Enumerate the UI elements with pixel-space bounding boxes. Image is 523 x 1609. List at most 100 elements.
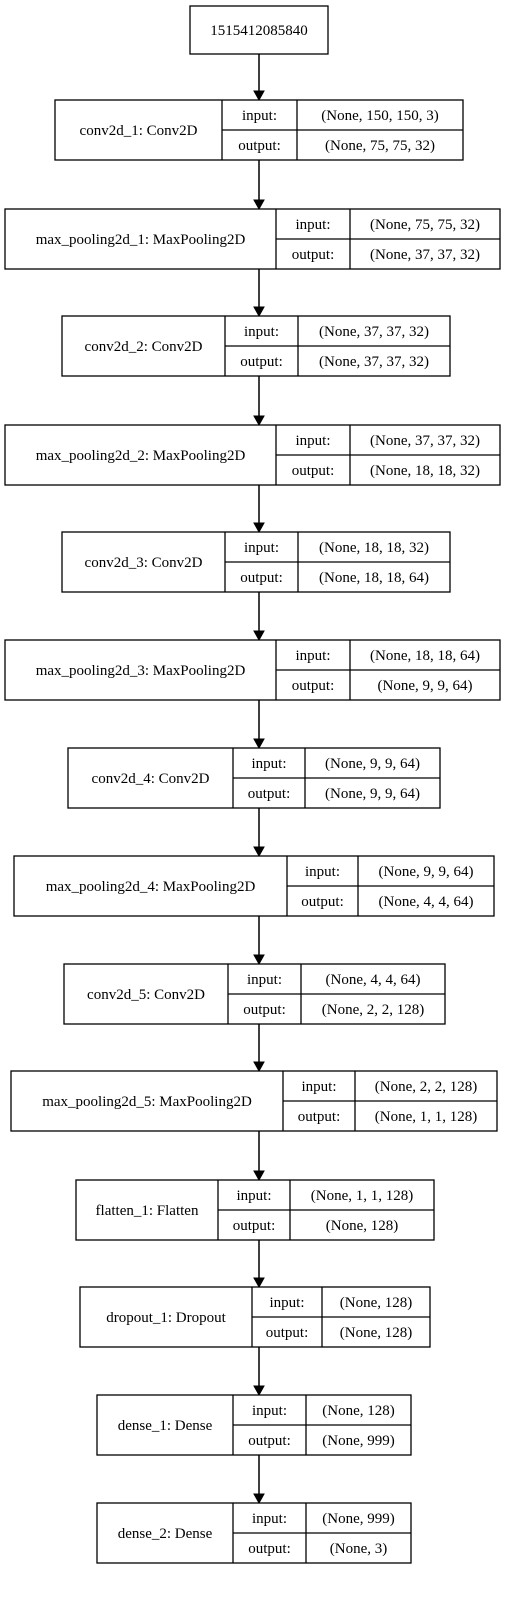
arrowhead-icon: [253, 1277, 265, 1289]
layer-nodes: conv2d_1: Conv2D input: output: (None, 150,…: [4, 99, 501, 1564]
layer-node: max_pooling2d_2: MaxPooling2D input: outpu…: [4, 424, 501, 486]
output-label: output:: [240, 570, 283, 586]
layer-node: max_pooling2d_1: MaxPooling2D input: outpu…: [4, 208, 501, 270]
layer-node: conv2d_2: Conv2D input: output: (None, 37, …: [61, 315, 451, 377]
arrowhead-icon: [253, 1061, 265, 1073]
layer-name: max_pooling2d_2: MaxPooling2D: [36, 448, 246, 464]
input-label: input:: [295, 648, 330, 664]
output-label: output:: [292, 678, 335, 694]
input-shape: (None, 1, 1, 128): [311, 1188, 413, 1204]
input-shape: (None, 18, 18, 32): [319, 540, 429, 556]
output-shape: (None, 37, 37, 32): [319, 354, 429, 370]
layer-name: dense_1: Dense: [118, 1418, 213, 1434]
input-shape: (None, 2, 2, 128): [375, 1079, 477, 1095]
arrowhead-icon: [253, 522, 265, 534]
edge-arrow: [253, 485, 265, 534]
input-label: input:: [244, 540, 279, 556]
model-id-node: 1515412085840: [189, 5, 329, 55]
output-shape: (None, 18, 18, 32): [370, 463, 480, 479]
edge-arrow: [253, 269, 265, 318]
edge-arrow: [253, 1347, 265, 1397]
layer-name: max_pooling2d_1: MaxPooling2D: [36, 232, 246, 248]
input-label: input:: [242, 108, 277, 124]
output-label: output:: [248, 786, 291, 802]
input-label: input:: [252, 1403, 287, 1419]
output-shape: (None, 3): [330, 1541, 387, 1557]
layer-name: max_pooling2d_3: MaxPooling2D: [36, 663, 246, 679]
arrowhead-icon: [253, 90, 265, 102]
model-id-box: [189, 5, 329, 55]
edge-arrow: [253, 1131, 265, 1182]
layer-name: conv2d_3: Conv2D: [85, 555, 203, 571]
edge-arrow: [253, 376, 265, 427]
input-label: input:: [244, 324, 279, 340]
layer-node: flatten_1: Flatten input: output: (None, 1,…: [75, 1179, 435, 1241]
layer-name: dropout_1: Dropout: [106, 1310, 226, 1326]
layer-node: conv2d_1: Conv2D input: output: (None, 150,…: [54, 99, 464, 161]
output-label: output:: [248, 1433, 291, 1449]
input-shape: (None, 37, 37, 32): [319, 324, 429, 340]
output-label: output:: [292, 463, 335, 479]
output-shape: (None, 9, 9, 64): [325, 786, 420, 802]
edge-arrow: [253, 700, 265, 750]
output-shape: (None, 9, 9, 64): [378, 678, 473, 694]
output-shape: (None, 2, 2, 128): [322, 1002, 424, 1018]
input-shape: (None, 128): [340, 1295, 412, 1311]
input-label: input:: [305, 864, 340, 880]
arrowhead-icon: [253, 306, 265, 318]
output-shape: (None, 1, 1, 128): [375, 1109, 477, 1125]
input-shape: (None, 999): [322, 1511, 394, 1527]
edge-arrow: [253, 1240, 265, 1289]
layer-node: dense_1: Dense input: output: (None, 128) (N…: [96, 1394, 412, 1456]
layer-node: dense_2: Dense input: output: (None, 999) (N…: [96, 1502, 412, 1564]
input-label: input:: [301, 1079, 336, 1095]
output-shape: (None, 128): [326, 1218, 398, 1234]
layer-name: flatten_1: Flatten: [96, 1203, 199, 1219]
layer-name: conv2d_5: Conv2D: [87, 987, 205, 1003]
layer-node: max_pooling2d_3: MaxPooling2D input: outpu…: [4, 639, 501, 701]
edge-arrow: [253, 592, 265, 642]
input-label: input:: [295, 217, 330, 233]
layer-name: max_pooling2d_5: MaxPooling2D: [42, 1094, 252, 1110]
output-label: output:: [301, 894, 344, 910]
output-label: output:: [240, 354, 283, 370]
output-shape: (None, 999): [322, 1433, 394, 1449]
arrowhead-icon: [253, 199, 265, 211]
layer-name: conv2d_1: Conv2D: [80, 123, 198, 139]
edge-arrow: [253, 1024, 265, 1073]
output-label: output:: [292, 247, 335, 263]
arrowhead-icon: [253, 630, 265, 642]
input-label: input:: [252, 1511, 287, 1527]
layer-name: conv2d_4: Conv2D: [92, 771, 210, 787]
arrowhead-icon: [253, 1170, 265, 1182]
layer-name: dense_2: Dense: [118, 1526, 213, 1542]
output-shape: (None, 4, 4, 64): [379, 894, 474, 910]
edge-arrow: [253, 916, 265, 966]
input-shape: (None, 75, 75, 32): [370, 217, 480, 233]
layer-name: conv2d_2: Conv2D: [85, 339, 203, 355]
output-label: output:: [233, 1218, 276, 1234]
edges: [253, 54, 265, 1505]
input-label: input:: [247, 972, 282, 988]
input-label: input:: [236, 1188, 271, 1204]
output-label: output:: [248, 1541, 291, 1557]
layer-node: max_pooling2d_4: MaxPooling2Dinput:outpu…: [13, 855, 495, 917]
arrowhead-icon: [253, 954, 265, 966]
arrowhead-icon: [253, 846, 265, 858]
layer-node: max_pooling2d_5: MaxPooling2Dinput:outpu…: [10, 1070, 498, 1132]
edge-arrow: [253, 808, 265, 858]
arrowhead-icon: [253, 415, 265, 427]
input-shape: (None, 9, 9, 64): [325, 756, 420, 772]
output-label: output:: [238, 138, 281, 154]
arrowhead-icon: [253, 1493, 265, 1505]
input-shape: (None, 128): [322, 1403, 394, 1419]
input-shape: (None, 150, 150, 3): [321, 108, 438, 124]
output-shape: (None, 75, 75, 32): [325, 138, 435, 154]
model-id-label: 1515412085840: [210, 23, 308, 39]
output-shape: (None, 18, 18, 64): [319, 570, 429, 586]
input-label: input:: [295, 433, 330, 449]
layer-node: conv2d_3: Conv2D input: output: (None, 18, …: [61, 531, 451, 593]
